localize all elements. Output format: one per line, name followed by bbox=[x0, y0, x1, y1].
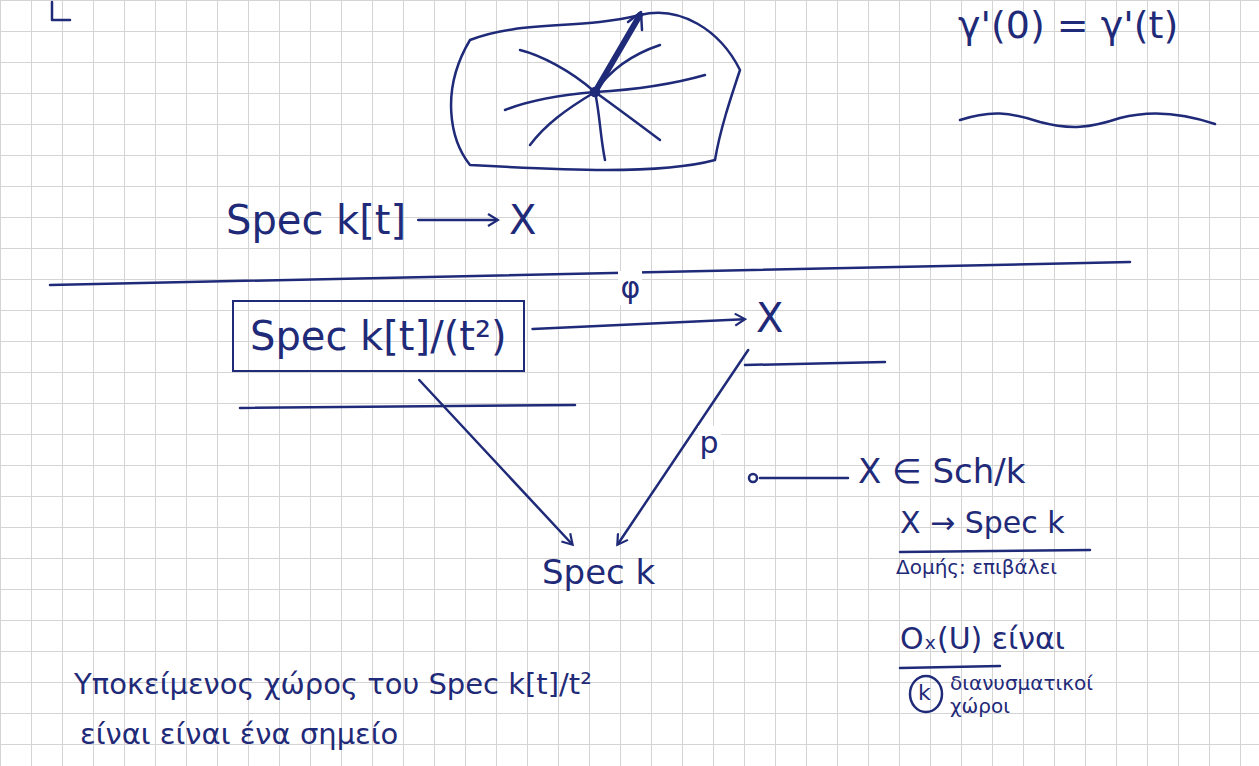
tangent-vector bbox=[595, 15, 640, 92]
corner-mark bbox=[52, 2, 70, 20]
map-label: φ bbox=[618, 271, 642, 306]
curve-sketch bbox=[505, 45, 705, 160]
object-label: Spec k[t] bbox=[222, 196, 410, 244]
object-label: Spec k bbox=[538, 552, 659, 593]
separator-line bbox=[50, 262, 1130, 285]
node-text: Spec k[t] bbox=[226, 198, 406, 242]
node-text: Spec k bbox=[542, 554, 655, 591]
greek-note: Υποκείμενος χώρος του Spec k[t]/t² bbox=[74, 668, 592, 701]
arrow bbox=[618, 350, 748, 544]
wavy-underline bbox=[960, 113, 1215, 127]
node-text: X bbox=[756, 296, 783, 340]
underline bbox=[900, 666, 1000, 668]
object-label: X bbox=[752, 294, 787, 342]
structure-map: X → Spec k bbox=[900, 506, 1065, 541]
boxed-object: Spec k[t]/(t²) bbox=[232, 300, 525, 372]
underline bbox=[745, 362, 885, 365]
leader-dot bbox=[749, 474, 757, 482]
greek-note: διανυσματικοί χώροι bbox=[950, 672, 1110, 718]
equation-note: γ'(0) = γ'(t) bbox=[958, 4, 1178, 48]
node-text: Spec k[t]/(t²) bbox=[250, 314, 507, 358]
object-label: X bbox=[505, 196, 540, 244]
node-text: X bbox=[509, 198, 536, 242]
greek-note: είναι είναι ένα σημείο bbox=[80, 718, 398, 751]
surface-sketch bbox=[451, 13, 740, 170]
underline bbox=[900, 550, 1090, 552]
greek-note: Δομής: επιβάλει bbox=[896, 556, 1057, 579]
map-label: p bbox=[698, 426, 721, 461]
sheaf-note: Oₓ(U) είναι bbox=[900, 622, 1065, 657]
arrow bbox=[419, 380, 572, 544]
circle-mark bbox=[910, 676, 942, 712]
arrow bbox=[418, 219, 497, 222]
category-note: X ∈ Sch/k bbox=[858, 452, 1026, 491]
arrow bbox=[533, 319, 744, 329]
field-letter: k bbox=[918, 680, 931, 705]
leader-line bbox=[760, 477, 848, 480]
underline bbox=[240, 405, 575, 408]
